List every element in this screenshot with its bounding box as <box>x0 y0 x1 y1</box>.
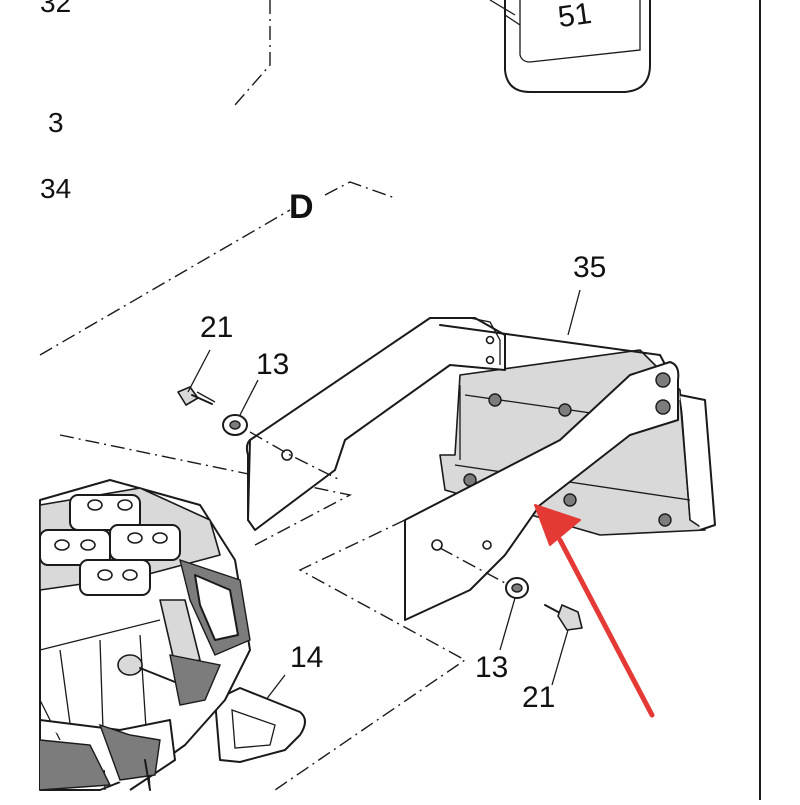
clip-14 <box>214 687 306 763</box>
machine-assembly <box>39 479 251 791</box>
bolt-21-right <box>544 604 583 631</box>
bracket-35 <box>245 317 716 621</box>
axis-left <box>249 431 341 481</box>
detail-guide-3 <box>59 434 353 546</box>
label-34: 34 <box>40 173 71 204</box>
label-detail-d: D <box>289 188 314 226</box>
label-13-left: 13 <box>256 348 289 381</box>
label-3: 3 <box>48 107 64 138</box>
leader-21-right <box>551 629 569 686</box>
label-14: 14 <box>290 641 323 674</box>
label-32: 32 <box>40 0 71 18</box>
washer-13-right <box>505 577 529 599</box>
label-51: 51 <box>556 0 594 34</box>
leader-13-left <box>239 379 259 416</box>
detail-guide-4 <box>274 519 467 791</box>
label-21-left: 21 <box>200 311 233 344</box>
detail-guide-1 <box>39 209 291 356</box>
label-35: 35 <box>573 251 606 284</box>
part-51 <box>489 0 651 93</box>
leader-51 <box>504 14 521 26</box>
red-arrow-icon <box>534 504 655 718</box>
pad-row <box>39 494 181 596</box>
bolt-21-left <box>177 386 216 406</box>
leader-13-right <box>499 597 516 651</box>
guide-line-top <box>234 0 271 106</box>
leader-21-left <box>187 349 211 393</box>
label-13-right: 13 <box>475 651 508 684</box>
label-21-right: 21 <box>522 681 555 714</box>
axis-right <box>439 547 506 584</box>
leader-35 <box>567 289 581 336</box>
washer-13-left <box>222 414 248 436</box>
detail-guide-2 <box>324 181 396 199</box>
